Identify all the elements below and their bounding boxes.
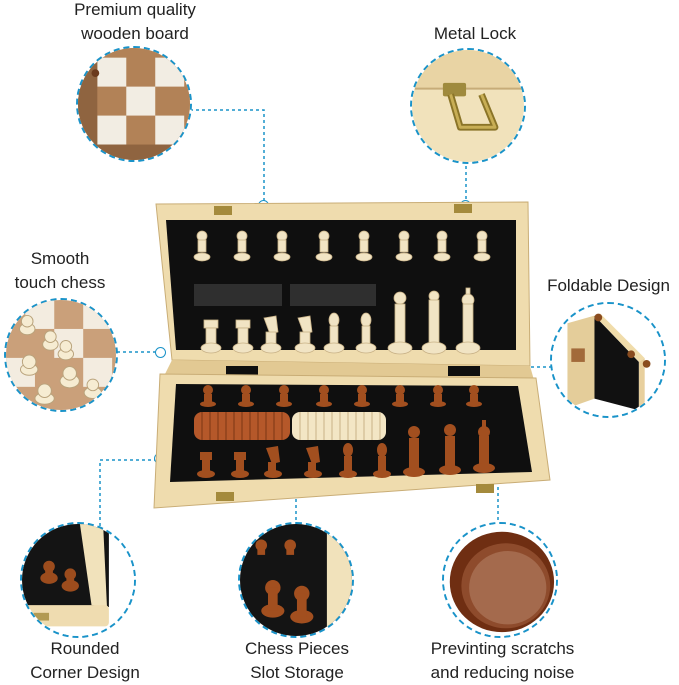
feature-label-corner: Rounded Corner Design xyxy=(30,639,140,682)
feature-label-felt: Previnting scratchs and reducing noise xyxy=(430,639,575,682)
feature-label-smooth: Smooth touch chess xyxy=(14,249,106,292)
wood-board-closeup-icon xyxy=(76,46,192,162)
callout-dot-smooth xyxy=(155,347,166,358)
metal-lock-closeup-icon xyxy=(410,48,526,164)
feature-label-storage: Chess Pieces Slot Storage xyxy=(245,639,349,682)
open-chess-box xyxy=(152,200,552,514)
rounded-corner-closeup-icon xyxy=(20,522,136,638)
feature-label-foldable: Foldable Design xyxy=(547,276,670,295)
folding-hinge-closeup-icon xyxy=(550,302,666,418)
slot-storage-closeup-icon xyxy=(238,522,354,638)
feature-label-board: Premium quality wooden board xyxy=(74,0,196,43)
feature-label-lock: Metal Lock xyxy=(433,24,517,43)
chess-pieces-closeup-icon xyxy=(4,298,118,412)
felt-bottom-closeup-icon xyxy=(442,522,558,638)
